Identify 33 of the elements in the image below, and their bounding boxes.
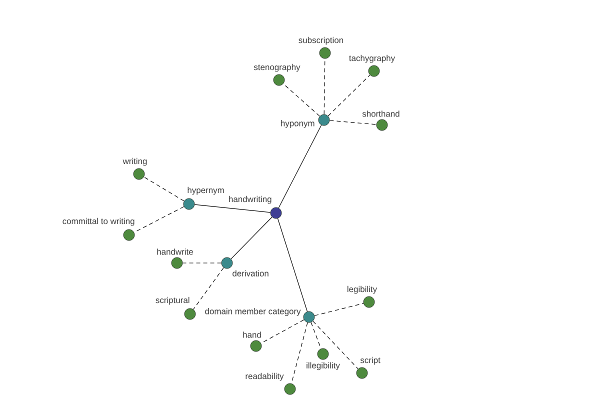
node-label: committal to writing [62,218,134,226]
connector-line [278,124,322,208]
node-label: hand [243,332,261,338]
node-label: hyponym [281,120,314,128]
connector-line [314,303,364,316]
connector-line [193,267,224,310]
connector-line [329,120,377,125]
node-label: derivation [232,270,268,276]
connector-line [144,176,184,202]
connector-line [194,204,271,213]
node-label: illegibility [306,362,340,370]
connector-line [182,262,222,264]
node-label: handwriting [229,196,272,204]
node-label: shorthand [362,110,400,117]
connector-line [312,320,358,370]
node-label: writing [122,158,147,166]
connector-line [283,84,320,116]
connector-line [260,319,304,344]
connector-line [310,322,322,349]
connector-line [328,74,370,116]
connector-line [230,216,272,260]
node-label: script [360,356,380,365]
node-label: stenography [254,64,300,72]
node-label: hypernym [188,186,224,195]
connector-line [277,218,308,312]
node-label: readability [246,372,284,381]
node-label: legibility [348,286,378,294]
node-label: domain member category [205,308,301,316]
node-label: scriptural [156,296,190,305]
connector-line [134,206,184,233]
node-label: tachygraphy [349,54,396,63]
node-label: subscription [298,36,344,45]
node-label: handwrite [157,248,193,255]
